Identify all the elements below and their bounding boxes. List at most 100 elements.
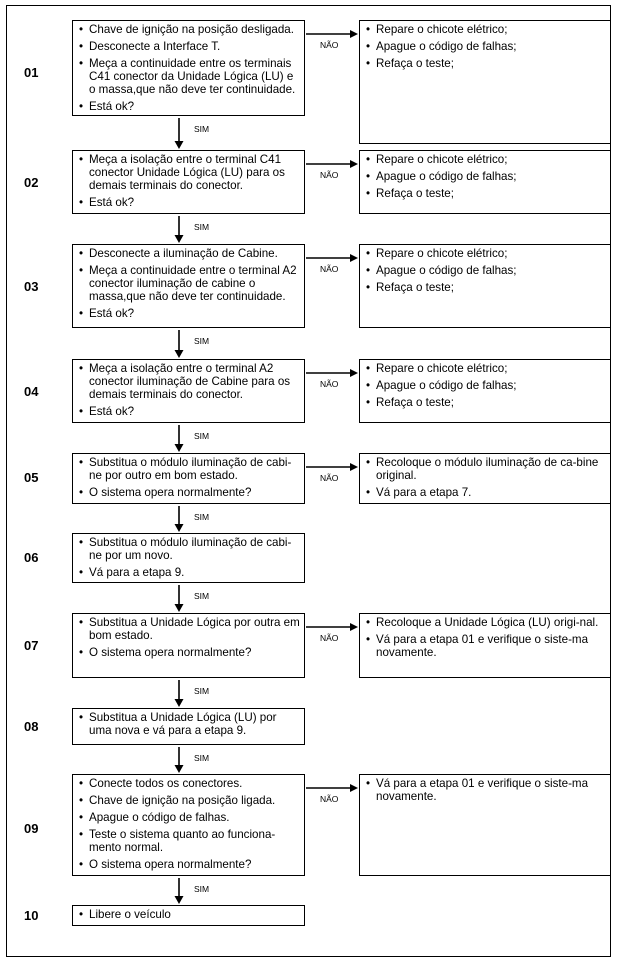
step-number: 05 [24,470,39,485]
nao-label: NÃO [320,794,339,804]
box-item: Desconecte a iluminação de Cabine. [79,247,300,260]
step-number: 10 [24,908,39,923]
box-item: Repare o chicote elétrico; [366,153,606,166]
step-number: 04 [24,384,39,399]
box-item: O sistema opera normalmente? [79,486,300,499]
nao-arrow-head [350,160,358,168]
box-item: Apague o código de falhas. [79,811,300,824]
nao-arrow-head [350,784,358,792]
step-number: 02 [24,175,39,190]
box-item: Conecte todos os conectores. [79,777,300,790]
box-item: Meça a continuidade entre o terminal A2 … [79,264,300,303]
box-item: Meça a isolação entre o terminal A2 cone… [79,362,300,401]
sim-label: SIM [194,686,210,696]
sim-arrow-head [174,350,184,358]
nao-label: NÃO [320,40,339,50]
sim-arrow-head [174,604,184,612]
box-items: Repare o chicote elétrico; Apague o códig… [360,21,610,70]
nao-arrow-head [350,463,358,471]
box-items: Repare o chicote elétrico; Apague o códig… [360,151,610,200]
box-items: Desconecte a iluminação de Cabine. Meça a… [73,245,304,320]
step-box: Desconecte a iluminação de Cabine. Meça a… [72,244,305,328]
step-box: Libere o veículo [72,905,305,926]
nao-arrow-head [350,369,358,377]
box-items: Substitua a Unidade Lógica (LU) por uma … [73,709,304,737]
sim-arrow-head [174,141,184,149]
box-item: Meça a continuidade entre os terminais C… [79,57,300,96]
action-box: Repare o chicote elétrico; Apague o códig… [359,20,611,144]
step-number: 01 [24,65,39,80]
box-item: Está ok? [79,196,300,209]
step-box: Meça a isolação entre o terminal C41 con… [72,150,305,214]
box-item: Vá para a etapa 9. [79,566,300,579]
nao-label: NÃO [320,633,339,643]
sim-label: SIM [194,336,210,346]
sim-arrow-head [174,235,184,243]
box-item: Repare o chicote elétrico; [366,23,606,36]
box-items: Repare o chicote elétrico;Apague o códig… [360,360,610,409]
box-items: Recoloque a Unidade Lógica (LU) origi-na… [360,614,610,659]
box-items: Chave de ignição na posição desligada.De… [73,21,304,113]
box-item: Teste o sistema quanto ao funciona-mento… [79,828,300,854]
step-box: Chave de ignição na posição desligada.De… [72,20,305,116]
action-box: Repare o chicote elétrico; Apague o códig… [359,150,611,214]
step-number: 09 [24,821,39,836]
nao-arrow-head [350,254,358,262]
step-number: 03 [24,279,39,294]
sim-label: SIM [194,884,210,894]
box-item: Recoloque o módulo iluminação de ca-bine… [366,456,606,482]
sim-arrow-head [174,765,184,773]
box-item: Está ok? [79,405,300,418]
step-number: 07 [24,638,39,653]
box-item: Refaça o teste; [366,281,606,294]
box-item: Refaça o teste; [366,187,606,200]
box-item: Apague o código de falhas; [366,40,606,53]
step-box: Conecte todos os conectores.Chave de ign… [72,774,305,876]
box-items: Recoloque o módulo iluminação de ca-bine… [360,454,610,499]
box-item: Repare o chicote elétrico; [366,247,606,260]
box-item: Apague o código de falhas; [366,379,606,392]
sim-arrow-head [174,524,184,532]
step-box: Meça a isolação entre o terminal A2 cone… [72,359,305,423]
action-box: Repare o chicote elétrico; Apague o códig… [359,244,611,328]
box-items: Substitua o módulo iluminação de cabi-ne… [73,534,304,579]
box-item: Substitua a Unidade Lógica (LU) por uma … [79,711,300,737]
box-item: Chave de ignição na posição desligada. [79,23,300,36]
sim-arrow-head [174,699,184,707]
box-items: Conecte todos os conectores.Chave de ign… [73,775,304,871]
nao-label: NÃO [320,264,339,274]
box-item: Está ok? [79,307,300,320]
sim-label: SIM [194,431,210,441]
box-item: Está ok? [79,100,300,113]
box-item: Refaça o teste; [366,396,606,409]
sim-label: SIM [194,591,210,601]
box-items: Repare o chicote elétrico; Apague o códig… [360,245,610,294]
box-items: Meça a isolação entre o terminal A2 cone… [73,360,304,418]
box-item: Vá para a etapa 01 e verifique o siste-m… [366,777,606,803]
step-box: Substitua a Unidade Lógica por outra em … [72,613,305,678]
box-item: Substitua a Unidade Lógica por outra em … [79,616,300,642]
sim-label: SIM [194,753,210,763]
sim-label: SIM [194,124,210,134]
box-item: Libere o veículo [79,908,300,921]
box-item: Meça a isolação entre o terminal C41 con… [79,153,300,192]
step-box: Substitua o módulo iluminação de cabi-ne… [72,453,305,504]
box-item: Refaça o teste; [366,57,606,70]
sim-arrow-head [174,444,184,452]
action-box: Recoloque o módulo iluminação de ca-bine… [359,453,611,504]
step-box: Substitua a Unidade Lógica (LU) por uma … [72,708,305,745]
box-item: Vá para a etapa 01 e verifique o siste-m… [366,633,606,659]
action-box: Repare o chicote elétrico;Apague o códig… [359,359,611,423]
step-number: 06 [24,550,39,565]
box-items: Libere o veículo [73,906,304,921]
box-items: Substitua a Unidade Lógica por outra em … [73,614,304,659]
nao-arrow-head [350,30,358,38]
sim-label: SIM [194,222,210,232]
box-item: Apague o código de falhas; [366,170,606,183]
box-item: Substitua o módulo iluminação de cabi-ne… [79,536,300,562]
box-item: O sistema opera normalmente? [79,858,300,871]
action-box: Vá para a etapa 01 e verifique o siste-m… [359,774,611,876]
box-item: Apague o código de falhas; [366,264,606,277]
step-number: 08 [24,719,39,734]
